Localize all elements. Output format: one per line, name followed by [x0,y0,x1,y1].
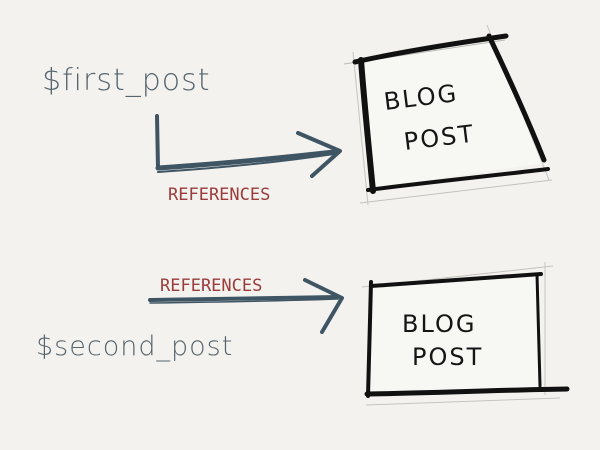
first-reference-group: $first_post REFERENCES [42,24,553,206]
first-blog-post-box: BLOG POST [343,24,553,206]
second-reference-group: REFERENCES $second_post BLOG POST [36,262,570,406]
second-reference-arrow [148,278,344,334]
first-reference-label: REFERENCES [168,185,270,205]
second-box-line1: BLOG [402,310,476,338]
second-reference-label: REFERENCES [160,276,262,296]
first-reference-arrow [155,114,342,178]
second-variable-label: $second_post [36,331,233,362]
first-variable-label: $first_post [42,63,211,98]
second-blog-post-box: BLOG POST [361,262,570,406]
second-box-line2: POST [412,343,483,371]
